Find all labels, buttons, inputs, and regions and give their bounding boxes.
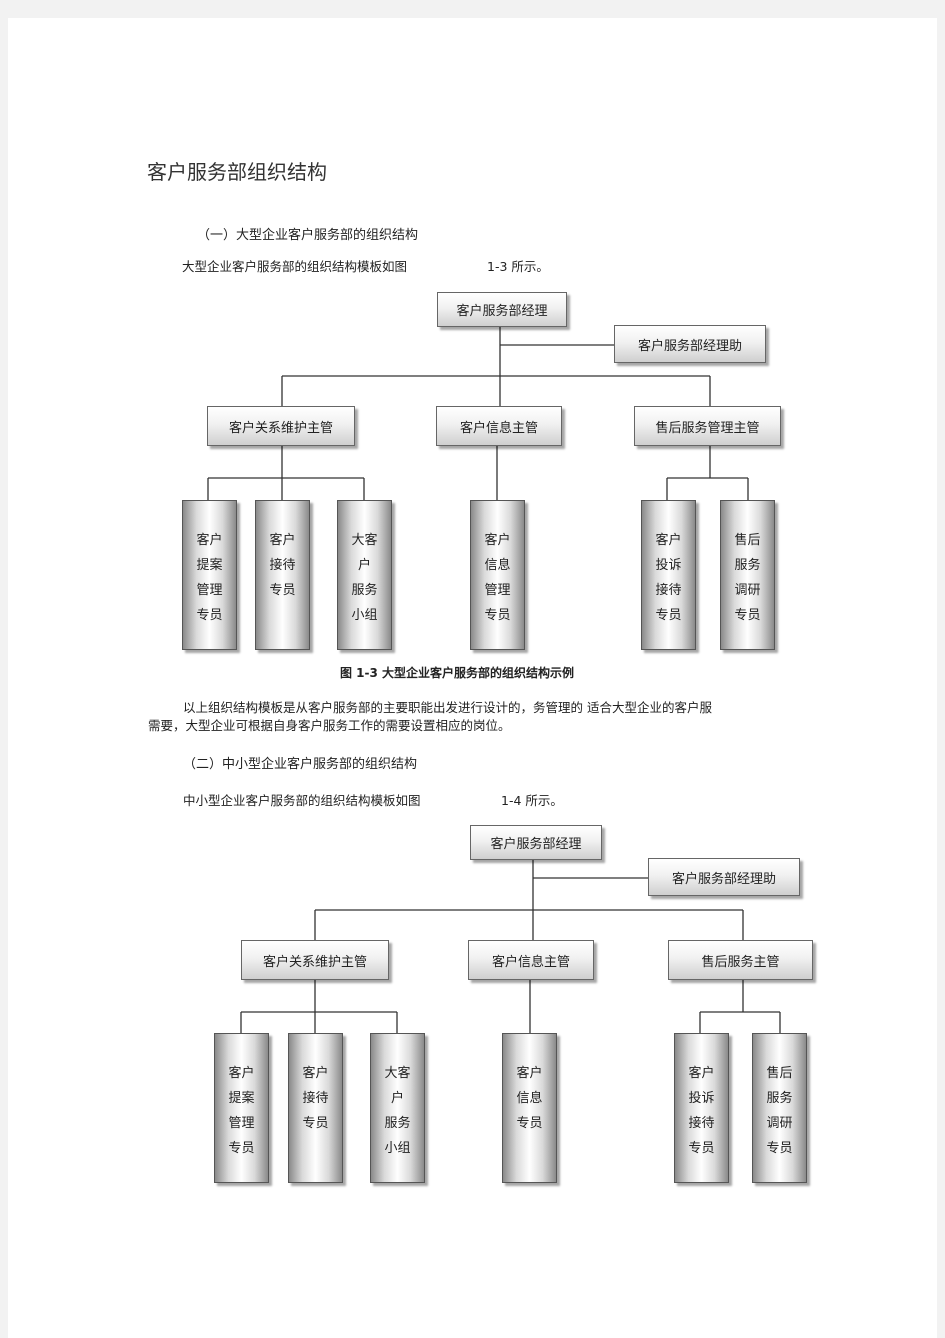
supervisor-box-customer-info: 客户信息主管 xyxy=(468,940,594,980)
staff-box: 客户投诉接待专员 xyxy=(674,1033,729,1183)
staff-box: 售后服务调研专员 xyxy=(752,1033,807,1183)
page-title: 客户服务部组织结构 xyxy=(147,160,327,184)
supervisor-box-after-sales: 售后服务管理主管 xyxy=(634,406,781,446)
section1-figure-ref: 1-3 所示。 xyxy=(487,259,549,274)
manager-box: 客户服务部经理 xyxy=(470,825,602,860)
staff-box: 客户接待专员 xyxy=(288,1033,343,1183)
staff-box: 售后服务调研专员 xyxy=(720,500,775,650)
supervisor-box-customer-relations: 客户关系维护主管 xyxy=(207,406,355,446)
staff-box: 客户信息专员 xyxy=(502,1033,557,1183)
staff-box: 客户投诉接待专员 xyxy=(641,500,696,650)
description-line-2: 需要，大型企业可根据自身客户服务工作的需要设置相应的岗位。 xyxy=(148,718,511,733)
staff-box: 客户信息管理专员 xyxy=(470,500,525,650)
assistant-box: 客户服务部经理助 xyxy=(614,325,766,363)
supervisor-box-customer-info: 客户信息主管 xyxy=(436,406,562,446)
section2-intro: 中小型企业客户服务部的组织结构模板如图 xyxy=(183,793,421,808)
staff-box: 大客户服务小组 xyxy=(337,500,392,650)
staff-box: 客户提案管理专员 xyxy=(182,500,237,650)
section1-intro: 大型企业客户服务部的组织结构模板如图 xyxy=(182,259,408,274)
supervisor-box-customer-relations: 客户关系维护主管 xyxy=(241,940,389,980)
section2-figure-ref: 1-4 所示。 xyxy=(501,793,563,808)
manager-box: 客户服务部经理 xyxy=(437,292,567,327)
figure-caption: 图 1-3 大型企业客户服务部的组织结构示例 xyxy=(340,666,575,680)
section1-heading: （一）大型企业客户服务部的组织结构 xyxy=(197,228,419,243)
assistant-box: 客户服务部经理助 xyxy=(648,858,800,896)
staff-box: 客户提案管理专员 xyxy=(214,1033,269,1183)
section2-heading: （二）中小型企业客户服务部的组织结构 xyxy=(183,757,418,772)
staff-box: 客户接待专员 xyxy=(255,500,310,650)
supervisor-box-after-sales: 售后服务主管 xyxy=(668,940,813,980)
description-line-1: 以上组织结构模板是从客户服务部的主要职能出发进行设计的，务管理的 适合大型企业的… xyxy=(183,700,712,715)
staff-box: 大客户服务小组 xyxy=(370,1033,425,1183)
